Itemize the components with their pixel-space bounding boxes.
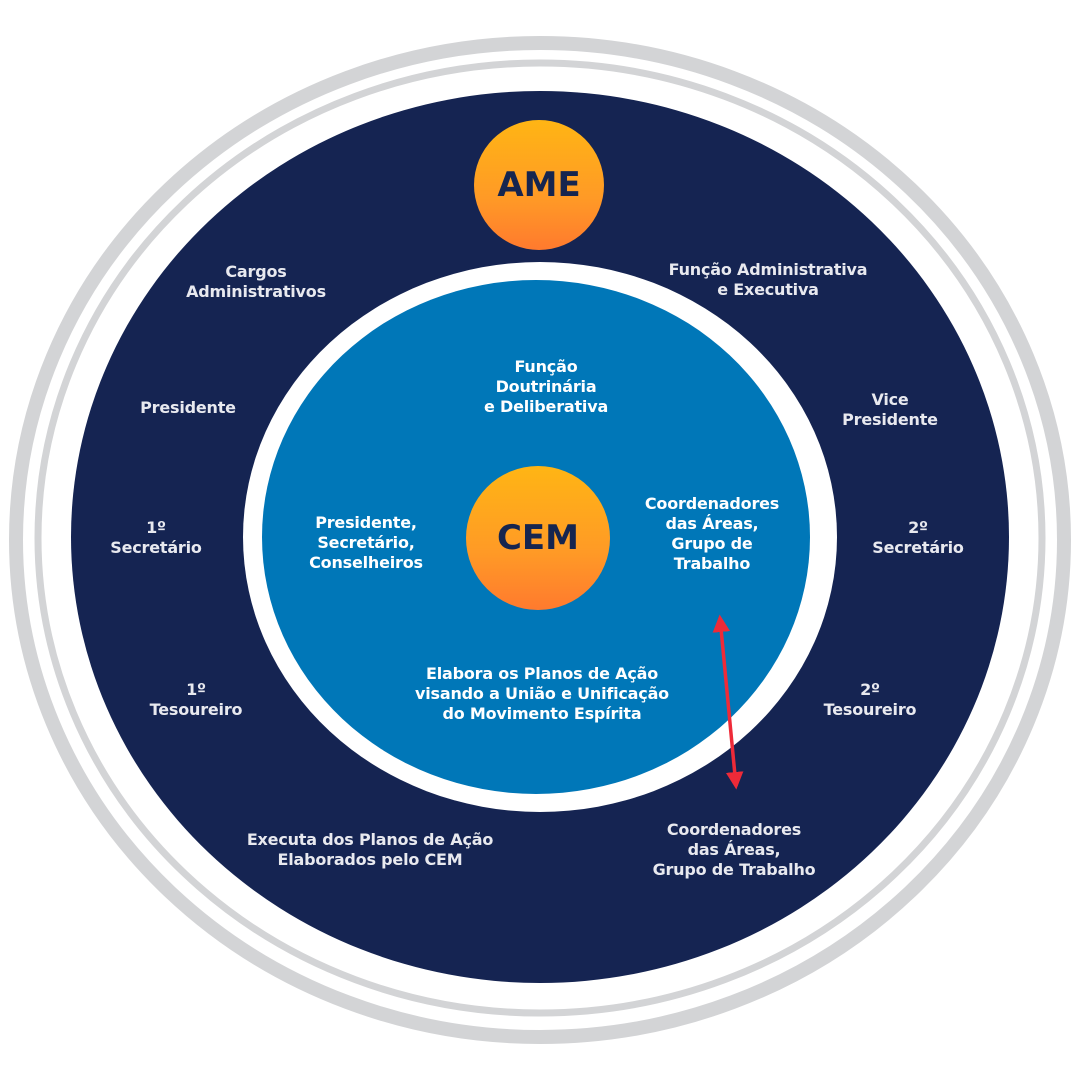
cem-node: CEM: [466, 466, 610, 610]
double-arrow-connector: [712, 614, 744, 790]
presidente-label: Presidente: [140, 398, 236, 417]
segundo-tesoureiro-label: 2º Tesoureiro: [823, 680, 917, 719]
vice-presidente-label: Vice Presidente: [842, 390, 938, 429]
coordenadores-inner-label: Coordenadores das Áreas, Grupo de Trabal…: [644, 494, 780, 573]
primeiro-tesoureiro-label: 1º Tesoureiro: [149, 680, 243, 719]
inner-gray-ring: [34, 59, 1046, 1017]
primeiro-secretario-label: 1º Secretário: [110, 518, 202, 557]
outer-gray-ring: [9, 36, 1071, 1044]
funcao-doutrinaria-label: Função Doutrinária e Deliberativa: [483, 357, 609, 416]
ame-label: AME: [497, 165, 581, 205]
funcao-administrativa-label: Função Administrativa e Executiva: [668, 260, 868, 299]
ame-node: AME: [474, 120, 604, 250]
executa-planos-label: Executa dos Planos de Ação Elaborados pe…: [246, 830, 494, 869]
elabora-planos-label: Elabora os Planos de Ação visando a Uniã…: [415, 664, 669, 723]
cem-label: CEM: [496, 518, 579, 558]
cargos-administrativos-label: Cargos Administrativos: [186, 262, 326, 301]
coordenadores-outer-label: Coordenadores das Áreas, Grupo de Trabal…: [652, 820, 816, 879]
members-left-label: Presidente, Secretário, Conselheiros: [309, 513, 423, 572]
segundo-secretario-label: 2º Secretário: [872, 518, 964, 557]
